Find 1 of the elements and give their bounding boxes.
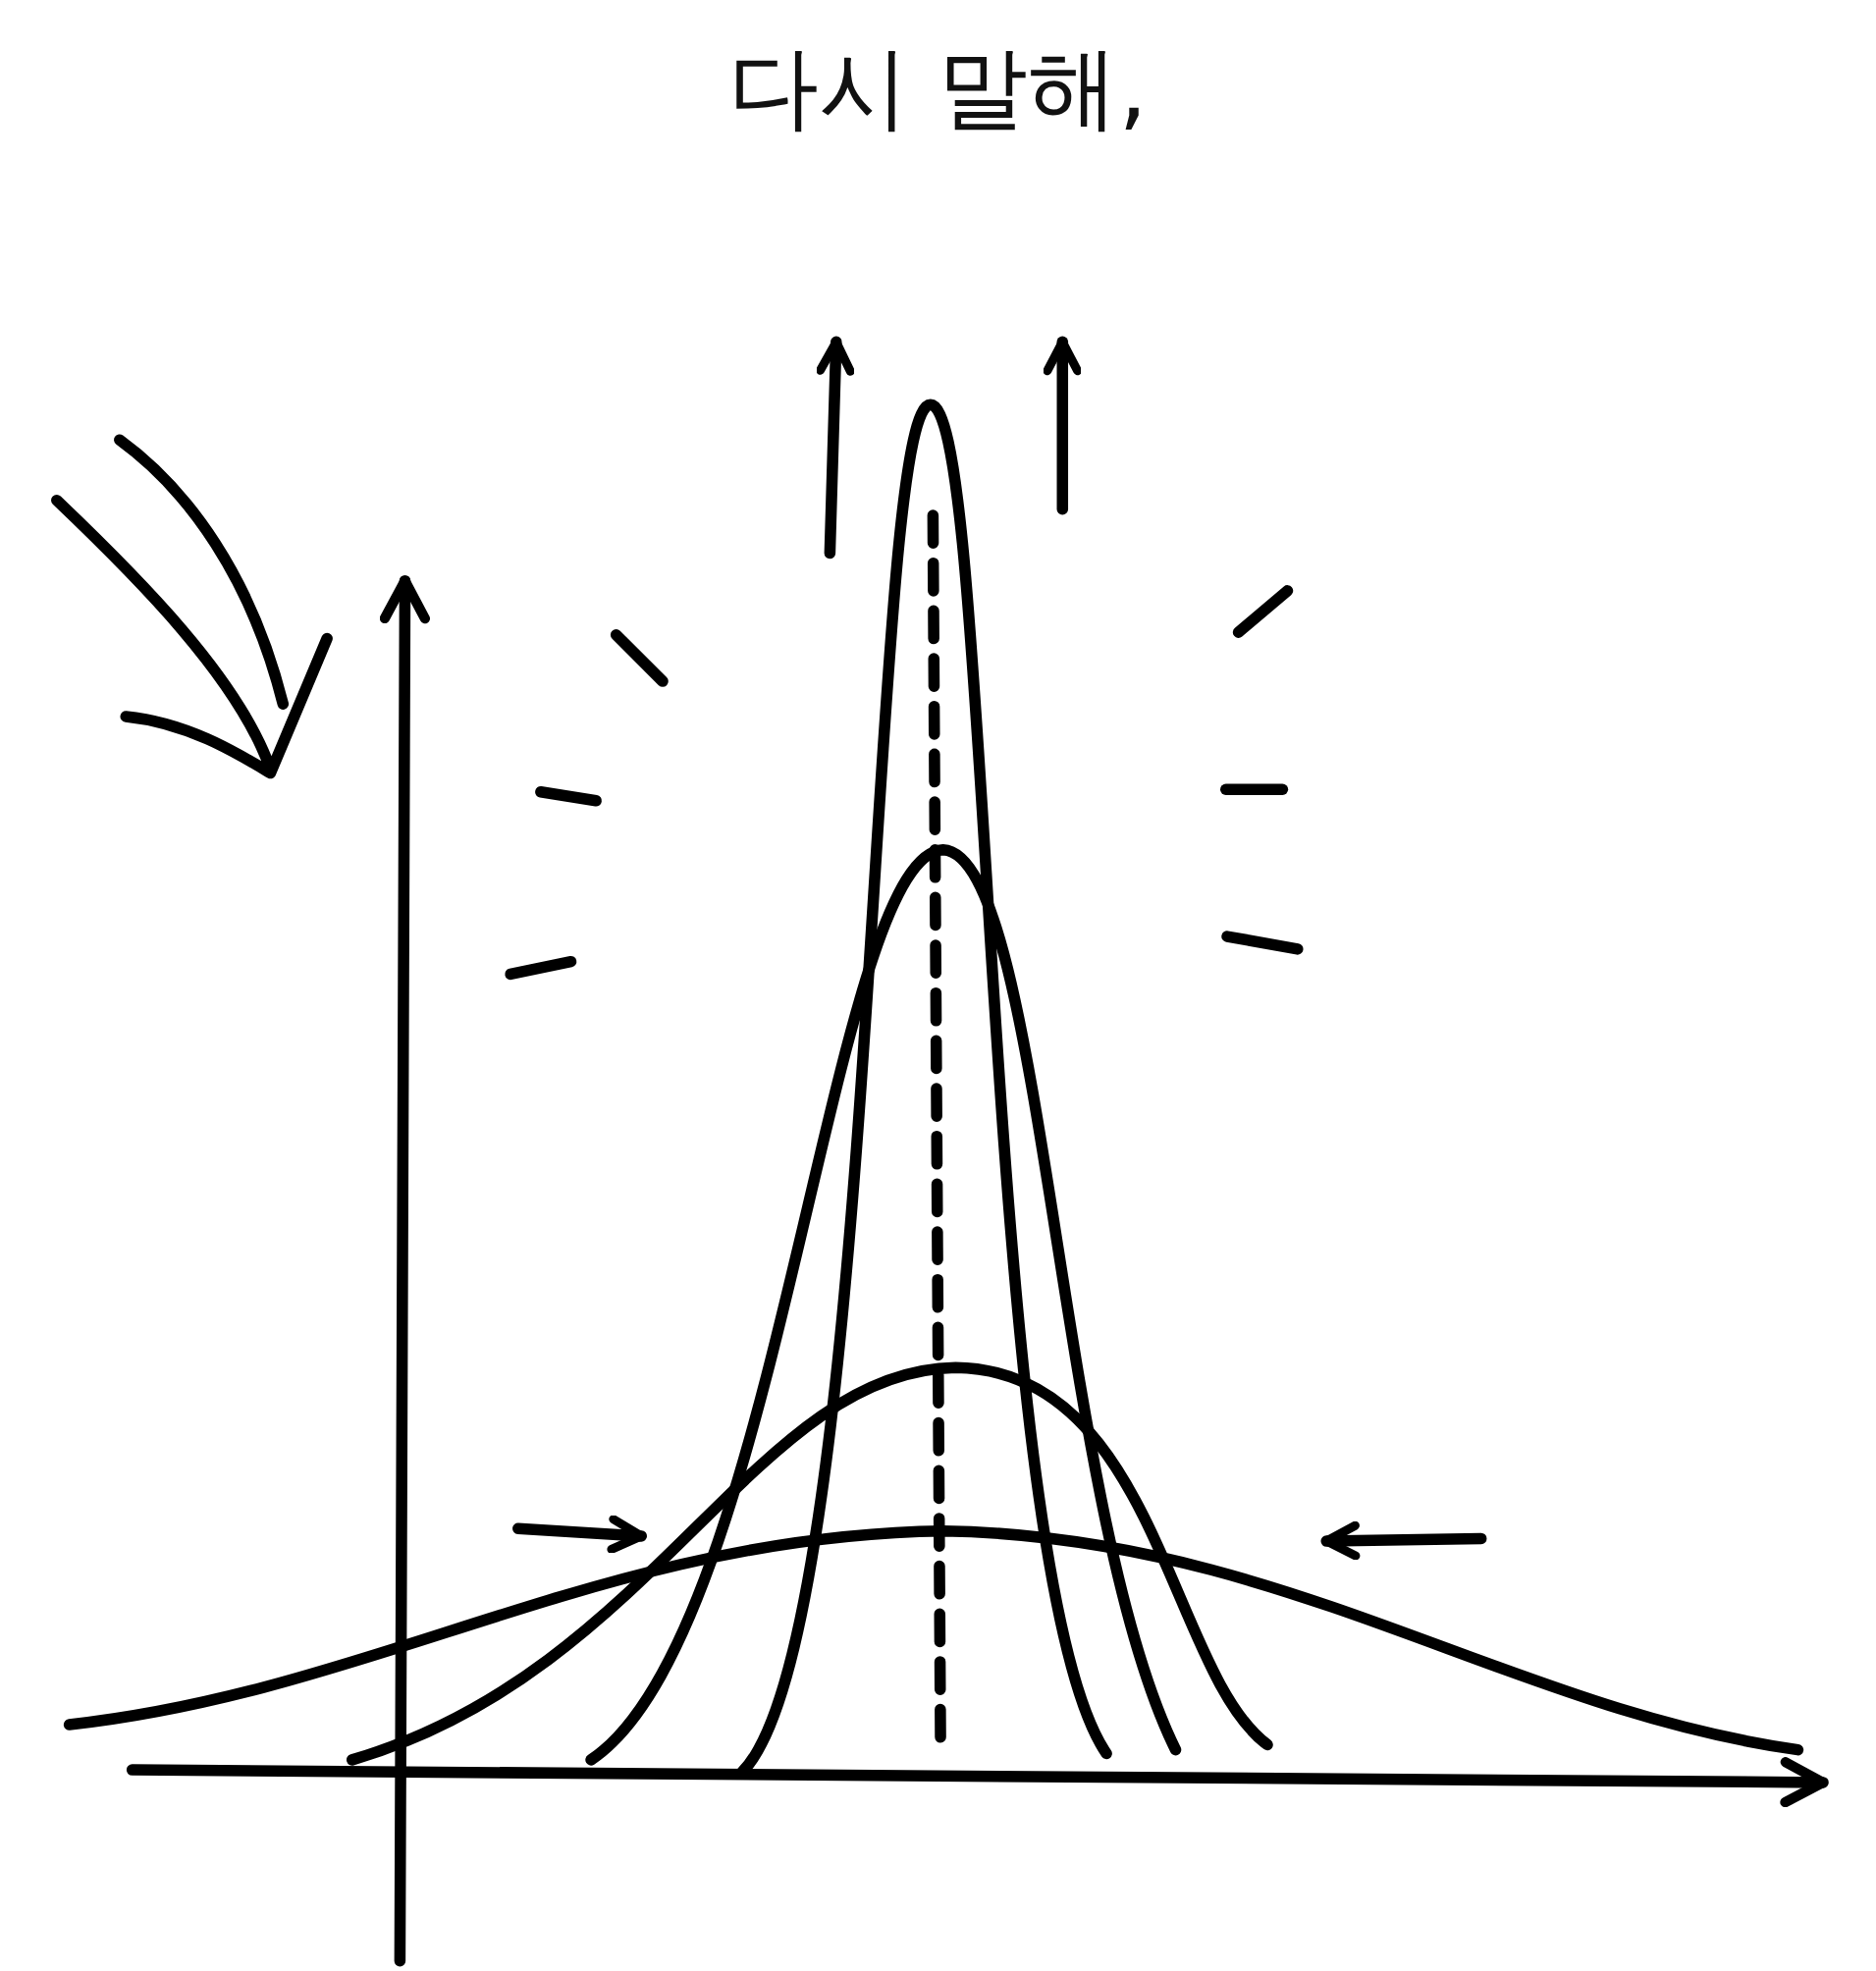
- title: 다시 말해,: [728, 34, 1148, 142]
